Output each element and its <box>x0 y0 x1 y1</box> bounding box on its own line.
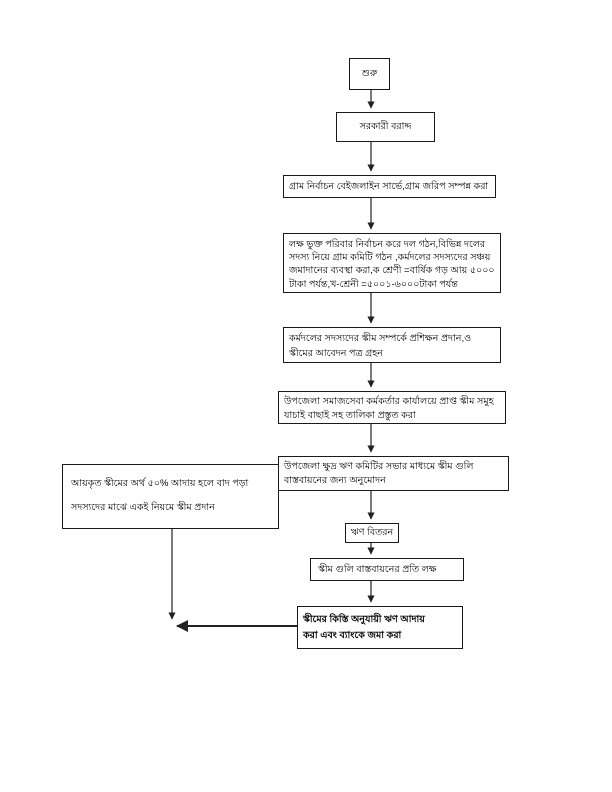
node-group-formation: লক্ষ ভুক্ত পরিবার নির্বাচন করে দল গঠন,বি… <box>283 233 501 293</box>
node-loan-repayment-line2: করা এবং ব্যাংকে জমা করা <box>303 630 402 641</box>
node-village-survey-label: গ্রাম নির্বাচন বেইজলাইন সার্ভে,গ্রাম জরি… <box>289 181 489 192</box>
node-loan-repayment-line1: স্কীমের কিস্তি অনুযায়ী ঋণ আদায় <box>303 614 425 625</box>
node-loan-distribution: ঋণ বিতরন <box>345 523 399 543</box>
node-scheme-training: কর্মদলের সদস্যদের স্কীম সম্পর্কে প্রশিক্… <box>283 327 501 363</box>
node-scheme-reallocation: আয়কৃত স্কীমের অর্থ ৫০% আদায় হলে বাদ পড… <box>62 464 279 529</box>
node-scheme-approval: উপজেলা ক্ষুদ্র ঋণ কমিটির সভার মাধ্যমে স্… <box>278 456 509 491</box>
node-village-survey: গ্রাম নির্বাচন বেইজলাইন সার্ভে,গ্রাম জরি… <box>283 175 496 198</box>
node-loan-distribution-label: ঋণ বিতরন <box>350 527 394 538</box>
node-start-label: শুরু <box>361 68 378 79</box>
node-government-allocation-label: সরকারী বরাদ্দ <box>359 121 412 132</box>
node-implementation-monitoring: স্কীম গুলি বাস্তবায়নের প্রতি লক্ষ <box>310 558 464 581</box>
node-scheme-verification: উপজেলা সমাজসেবা কর্মকর্তার কার্যালয়ে প্… <box>278 391 506 424</box>
node-loan-repayment: স্কীমের কিস্তি অনুযায়ী ঋণ আদায় করা এবং… <box>297 606 463 649</box>
node-scheme-approval-label: উপজেলা ক্ষুদ্র ঋণ কমিটির সভার মাধ্যমে স্… <box>284 461 474 486</box>
node-scheme-training-label: কর্মদলের সদস্যদের স্কীম সম্পর্কে প্রশিক্… <box>289 333 472 359</box>
node-scheme-reallocation-line2: সদস্যদের মাঝে একই নিয়মে স্কীম প্রদান <box>71 502 215 513</box>
node-scheme-reallocation-line1: আয়কৃত স্কীমের অর্থ ৫০% আদায় হলে বাদ পড… <box>71 478 249 489</box>
node-government-allocation: সরকারী বরাদ্দ <box>336 112 435 142</box>
node-scheme-verification-label: উপজেলা সমাজসেবা কর্মকর্তার কার্যালয়ে প্… <box>284 396 494 421</box>
node-start: শুরু <box>349 58 390 90</box>
node-group-formation-label: লক্ষ ভুক্ত পরিবার নির্বাচন করে দল গঠন,বি… <box>289 239 495 290</box>
node-implementation-monitoring-label: স্কীম গুলি বাস্তবায়নের প্রতি লক্ষ <box>318 564 437 575</box>
